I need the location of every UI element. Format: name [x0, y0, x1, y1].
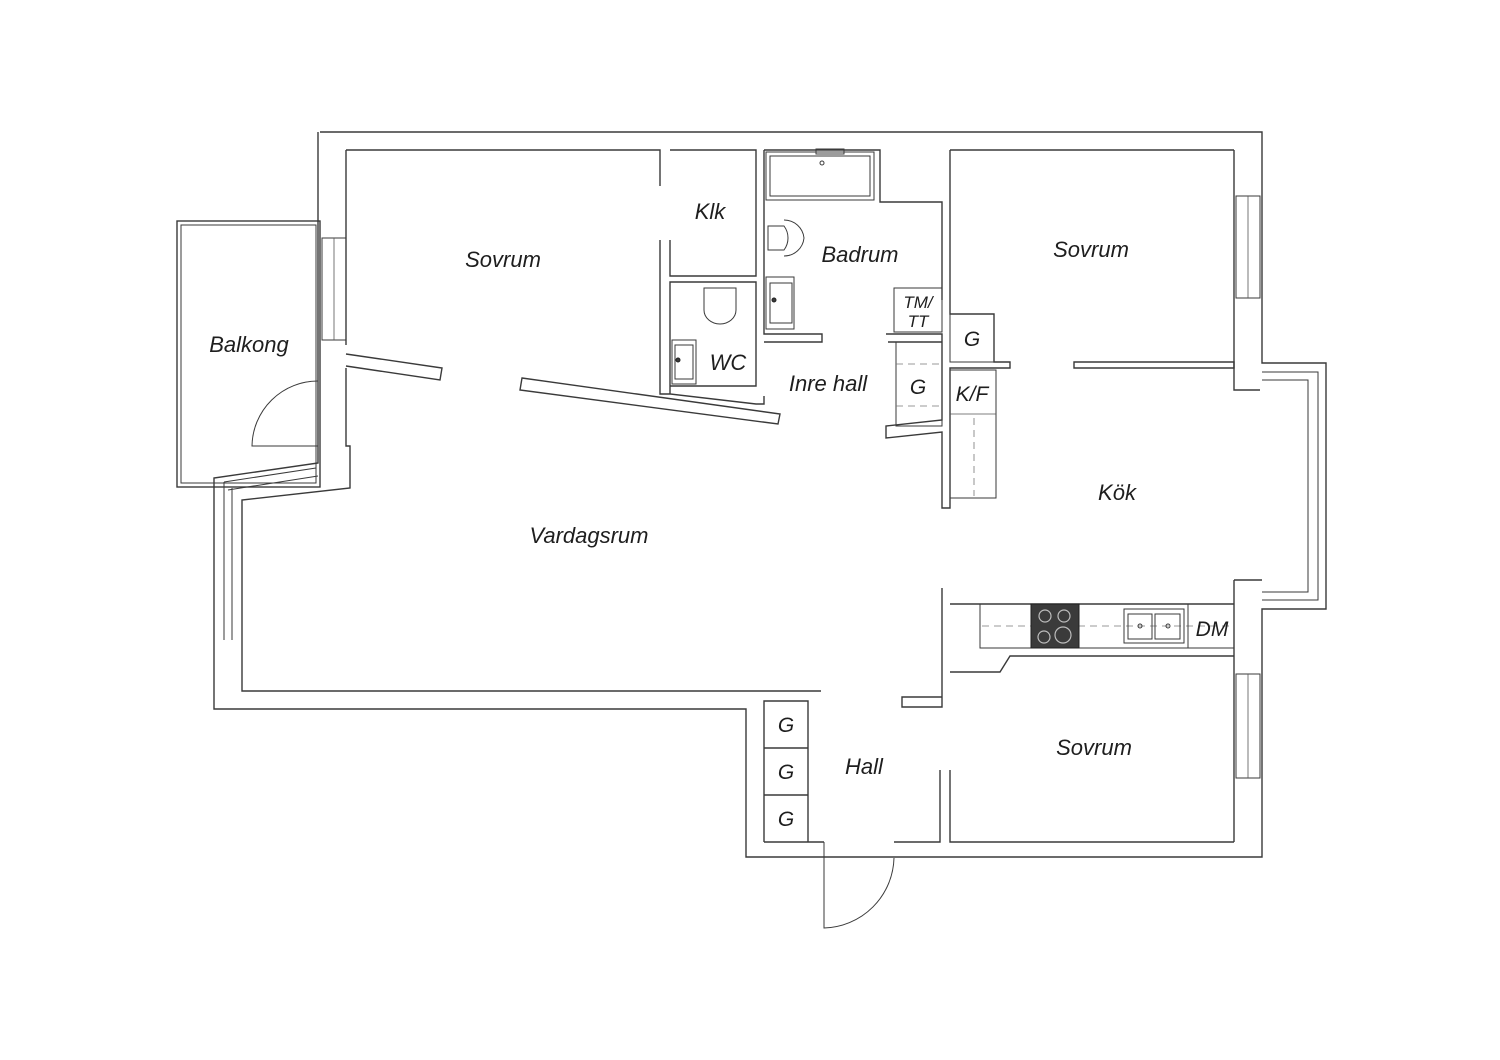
kitchen-sink-icon	[1123, 608, 1185, 644]
wc-toilet-icon	[703, 287, 737, 325]
interior-walls	[345, 150, 943, 440]
sink-icon	[765, 276, 795, 330]
bathtub-icon	[765, 148, 875, 201]
room-label-kok: Kök	[1098, 480, 1137, 505]
room-label-sovrum-west: Sovrum	[465, 247, 541, 272]
stove-icon	[1030, 603, 1080, 649]
room-label-hall: Hall	[845, 754, 884, 779]
room-label-sovrum-northeast: Sovrum	[1053, 237, 1129, 262]
room-label-inre-hall: Inre hall	[789, 371, 868, 396]
storage-units	[893, 287, 997, 499]
fixture-label-dm: DM	[1196, 618, 1229, 641]
fixture-label-g-hall-1: G	[778, 714, 794, 737]
room-label-klk: Klk	[695, 199, 727, 224]
kitchen-counter	[979, 603, 1235, 649]
fixture-label-g-hall-3: G	[778, 808, 794, 831]
fixture-label-g-inner-mid: G	[910, 376, 926, 399]
outer-walls	[213, 131, 1327, 858]
fixture-label-g-inner-top: G	[964, 328, 980, 351]
wc-sink-icon	[671, 339, 697, 385]
entrance-door-icon	[823, 842, 895, 929]
room-label-sovrum-southeast: Sovrum	[1056, 735, 1132, 760]
room-label-vardagsrum: Vardagsrum	[529, 523, 648, 548]
room-label-balkong: Balkong	[209, 332, 289, 357]
room-label-badrum: Badrum	[821, 242, 898, 267]
fixture-label-kf: K/F	[956, 383, 990, 406]
fixture-label-tm-tt-line2: TT	[908, 312, 930, 331]
windows	[223, 195, 1319, 779]
toilet-icon	[767, 219, 805, 257]
fixture-label-tm-tt-line1: TM/	[903, 293, 935, 312]
room-label-wc: WC	[710, 350, 747, 375]
fixture-label-g-hall-2: G	[778, 761, 794, 784]
